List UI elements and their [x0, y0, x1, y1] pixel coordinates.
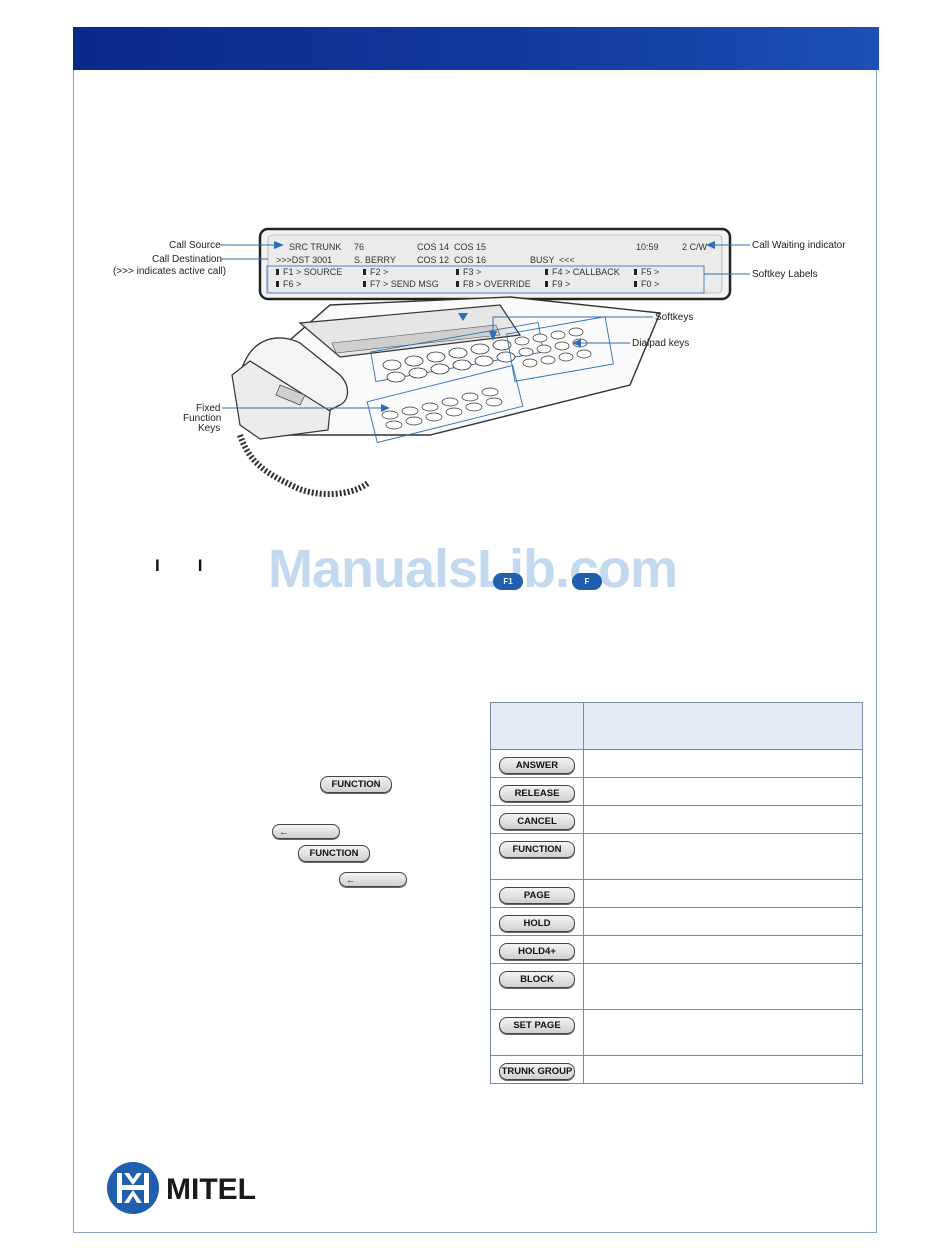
- callout-fixed-3: Keys: [198, 423, 220, 434]
- mark-1: I: [155, 556, 160, 575]
- softkey-f7: F7 > SEND MSG: [370, 279, 439, 289]
- trunk-group-key[interactable]: TRUNK GROUP: [499, 1063, 575, 1080]
- backspace-key-1[interactable]: ←: [272, 824, 340, 839]
- lcd-row2-name: S. BERRY: [354, 255, 396, 265]
- table-row: FUNCTION: [490, 833, 863, 880]
- softkey-f1: F1 > SOURCE: [283, 267, 342, 277]
- softkey-f3: F3 >: [463, 267, 481, 277]
- table-row: CANCEL: [490, 805, 863, 834]
- hold-key[interactable]: HOLD: [499, 915, 575, 932]
- function-key[interactable]: FUNCTION: [499, 841, 575, 858]
- lcd-row1-cos1: COS 14: [417, 242, 449, 252]
- callout-dialpad: Dialpad keys: [632, 338, 689, 349]
- release-key[interactable]: RELEASE: [499, 785, 575, 802]
- softkey-f5: F5 >: [641, 267, 659, 277]
- header-banner: [73, 27, 879, 70]
- lcd-row2-arrows: <<<: [559, 255, 575, 265]
- softkey-f0: F0 >: [641, 279, 659, 289]
- table-row: ANSWER: [490, 749, 863, 778]
- callout-call-source: Call Source: [169, 240, 221, 251]
- table-row: TRUNK GROUP: [490, 1055, 863, 1084]
- lcd-row1-src: SRC TRUNK: [289, 242, 341, 252]
- lcd-row1-cw: 2 C/W: [682, 242, 708, 252]
- table-row: RELEASE: [490, 777, 863, 806]
- callout-active-call: (>>> indicates active call): [113, 266, 226, 277]
- softkey-f9: F9 >: [552, 279, 570, 289]
- lcd-row2-cos2: COS 16: [454, 255, 486, 265]
- mitel-logo: MITEL: [107, 1162, 256, 1214]
- lcd-row1-num: 76: [354, 242, 364, 252]
- watermark: ManualsLib.com: [268, 539, 678, 599]
- table-row: HOLD: [490, 907, 863, 936]
- callout-fixed-1: Fixed: [196, 403, 220, 414]
- callout-softkeys: Softkeys: [655, 312, 693, 323]
- set-page-key[interactable]: SET PAGE: [499, 1017, 575, 1034]
- table-row: BLOCK: [490, 963, 863, 1010]
- phone-diagram: SRC TRUNK 76 COS 14 COS 15 10:59 2 C/W >…: [113, 227, 846, 498]
- table-row: HOLD4+: [490, 935, 863, 964]
- logo-text: MITEL: [166, 1173, 256, 1206]
- block-key[interactable]: BLOCK: [499, 971, 575, 988]
- softkey-f2: F2 >: [370, 267, 388, 277]
- table-row: SET PAGE: [490, 1009, 863, 1056]
- lcd-row1-cos2: COS 15: [454, 242, 486, 252]
- softkey-f6: F6 >: [283, 279, 301, 289]
- lcd-row1-time: 10:59: [636, 242, 659, 252]
- softkey-f8: F8 > OVERRIDE: [463, 279, 531, 289]
- page-key[interactable]: PAGE: [499, 887, 575, 904]
- callout-call-waiting: Call Waiting indicator: [752, 240, 846, 251]
- callout-call-destination: Call Destination: [152, 254, 222, 265]
- key-table: ANSWER RELEASE CANCEL FUNCTION PAGE HOLD…: [490, 702, 863, 1084]
- answer-key[interactable]: ANSWER: [499, 757, 575, 774]
- function-key-2[interactable]: FUNCTION: [298, 845, 370, 862]
- function-key-1[interactable]: FUNCTION: [320, 776, 392, 793]
- table-row: PAGE: [490, 879, 863, 908]
- cancel-key[interactable]: CANCEL: [499, 813, 575, 830]
- mark-2: I: [197, 556, 203, 575]
- key-table-header: [490, 702, 863, 750]
- callout-softkey-labels: Softkey Labels: [752, 269, 818, 280]
- hold4plus-key[interactable]: HOLD4+: [499, 943, 575, 960]
- lcd-row2-dst: >>>DST 3001: [276, 255, 332, 265]
- callout-fixed-2: Function: [183, 413, 221, 424]
- lcd-row2-busy: BUSY: [530, 255, 555, 265]
- lcd-row2-cos1: COS 12: [417, 255, 449, 265]
- watermark-key-f1: F1: [493, 573, 523, 590]
- softkey-f4: F4 > CALLBACK: [552, 267, 620, 277]
- watermark-key-f: F: [572, 573, 602, 590]
- backspace-key-2[interactable]: ←: [339, 872, 407, 887]
